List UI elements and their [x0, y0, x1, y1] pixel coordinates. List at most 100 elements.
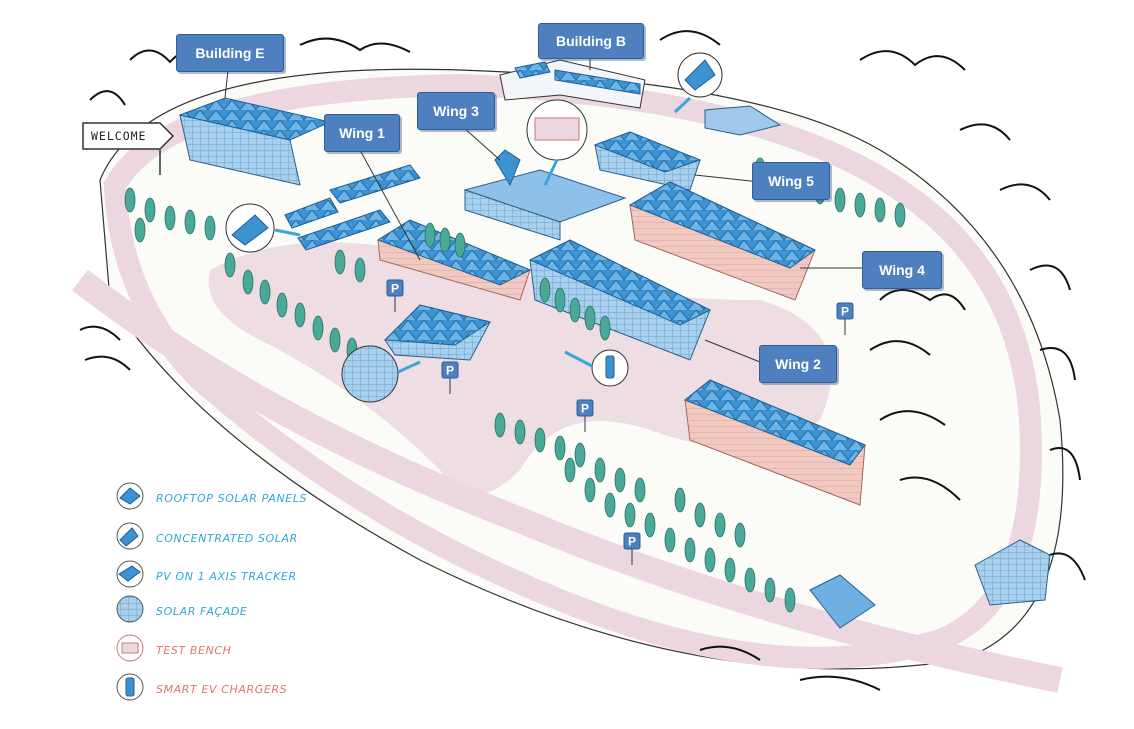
wing-2-building: [684, 379, 866, 506]
rooftop-solar-icon: [116, 482, 144, 510]
parking-letter: P: [841, 305, 849, 319]
tree: [164, 205, 176, 231]
parking-sign: P: [836, 302, 854, 335]
tree: [734, 522, 746, 548]
tree: [144, 197, 156, 223]
tree: [584, 305, 596, 331]
tree: [554, 435, 566, 461]
tree: [276, 292, 288, 318]
welcome-sign: WELCOME: [83, 123, 173, 149]
label-building-e[interactable]: Building E: [176, 34, 284, 72]
tree: [634, 477, 646, 503]
legend-item-concentrated: CONCENTRATED SOLAR: [110, 526, 370, 552]
legend-item-ev-chargers: SMART EV CHARGERS: [110, 677, 370, 703]
tree: [874, 197, 886, 223]
parking-letter: P: [581, 402, 589, 416]
welcome-sign-board: [82, 122, 175, 150]
tree: [684, 537, 696, 563]
tree: [854, 192, 866, 218]
legend-label: CONCENTRATED SOLAR: [156, 532, 298, 545]
tree: [784, 587, 796, 613]
tree: [494, 412, 506, 438]
wing-5-building: [593, 131, 702, 191]
tree: [564, 457, 576, 483]
parking-sign: P: [623, 532, 641, 565]
tree: [624, 502, 636, 528]
tree: [134, 217, 146, 243]
tree: [644, 512, 656, 538]
tree: [894, 202, 906, 228]
tree: [329, 327, 341, 353]
tree: [184, 209, 196, 235]
parking-signs: P P P P P: [386, 279, 854, 565]
legend-icons: [116, 482, 144, 701]
legend-item-tracker: PV ON 1 AXIS TRACKER: [110, 564, 370, 590]
legend-label: SOLAR FAÇADE: [156, 605, 248, 618]
south-building-2: [974, 539, 1051, 606]
wing-1-building: [376, 219, 532, 301]
ev-charger-icon: [116, 673, 144, 701]
legend-label: ROOFTOP SOLAR PANELS: [156, 492, 308, 505]
wing-3-building: [463, 149, 627, 241]
solar-field: [284, 164, 421, 251]
central-building: [528, 239, 712, 361]
tree: [312, 315, 324, 341]
label-wing-5[interactable]: Wing 5: [752, 162, 830, 200]
test-bench-icon: [116, 634, 144, 662]
label-wing-1[interactable]: Wing 1: [324, 114, 400, 152]
label-wing-4[interactable]: Wing 4: [862, 251, 942, 289]
test-bench-detail: [526, 99, 588, 186]
tree: [454, 232, 466, 258]
tree: [594, 457, 606, 483]
legend-label: TEST BENCH: [156, 644, 232, 657]
concentrated-solar-icon: [116, 522, 144, 550]
annex-building: [704, 105, 782, 136]
solar-facade-building: [383, 304, 492, 361]
tree: [439, 227, 451, 253]
parking-letter: P: [391, 282, 399, 296]
tree: [514, 419, 526, 445]
wing-4-building: [628, 181, 816, 301]
tree: [294, 302, 306, 328]
solar-facade-icon: [116, 595, 144, 623]
pv-tracker-icon: [116, 560, 144, 588]
tree: [242, 269, 254, 295]
tree: [694, 502, 706, 528]
legend-item-rooftop: ROOFTOP SOLAR PANELS: [110, 486, 370, 512]
tree: [204, 215, 216, 241]
label-wing-3[interactable]: Wing 3: [417, 92, 495, 130]
tree: [834, 187, 846, 213]
building-b: [499, 59, 646, 109]
legend-label: SMART EV CHARGERS: [156, 683, 288, 696]
tree: [664, 527, 676, 553]
label-building-b[interactable]: Building B: [538, 23, 644, 59]
tree: [259, 279, 271, 305]
building-e: [178, 97, 332, 186]
tree: [124, 187, 136, 213]
legend-item-facade: SOLAR FAÇADE: [110, 599, 370, 625]
tree: [604, 492, 616, 518]
tree: [584, 477, 596, 503]
tree: [424, 222, 436, 248]
tree: [599, 315, 611, 341]
pv-tracker-detail: [225, 203, 301, 253]
solar-facade-detail: [341, 345, 421, 403]
tree: [764, 577, 776, 603]
south-building-1: [809, 574, 876, 629]
legend-item-test-bench: TEST BENCH: [110, 638, 370, 664]
tree: [614, 467, 626, 493]
label-wing-2[interactable]: Wing 2: [759, 345, 837, 383]
tree: [334, 249, 346, 275]
tree: [534, 427, 546, 453]
parking-letter: P: [446, 364, 454, 378]
parking-sign: P: [576, 399, 594, 432]
tree: [354, 257, 366, 283]
hedge-scribbles: [79, 30, 1086, 691]
tree: [224, 252, 236, 278]
parking-sign: P: [386, 279, 404, 312]
concentrated-solar-detail: [673, 52, 723, 114]
legend-label: PV ON 1 AXIS TRACKER: [156, 570, 297, 583]
tree: [704, 547, 716, 573]
tree: [724, 557, 736, 583]
